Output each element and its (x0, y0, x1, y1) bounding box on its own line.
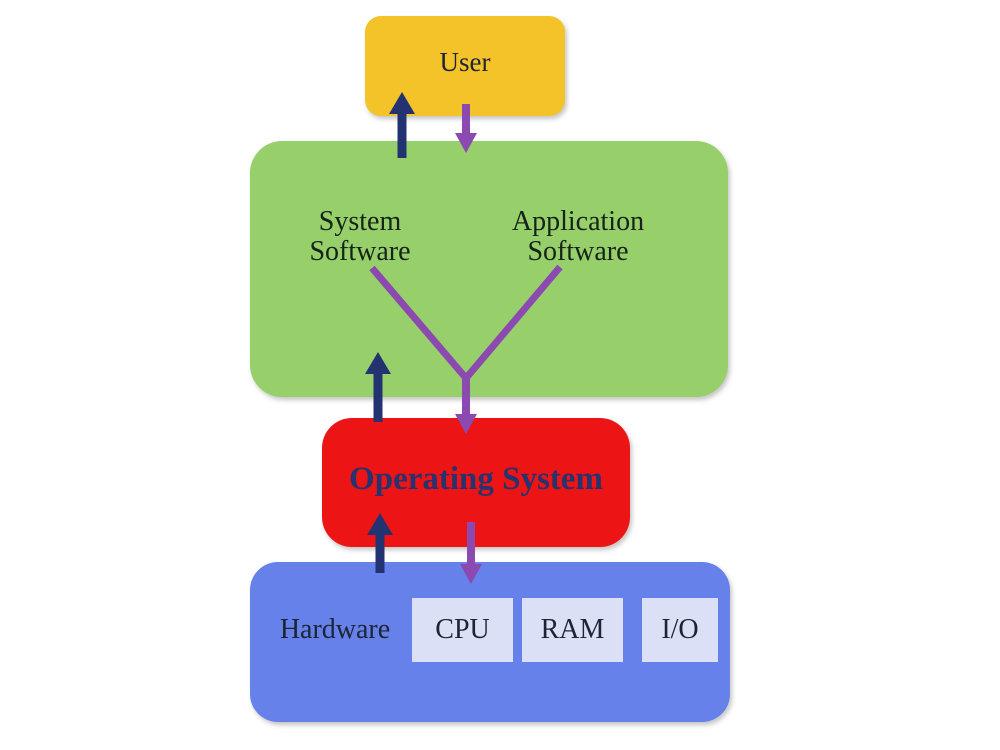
system-software-line1: System (318, 206, 402, 237)
application-software-line1: Application (511, 206, 645, 237)
operating-system-label: Operating System (349, 461, 603, 497)
component-ram: RAM (522, 598, 623, 662)
hardware-label: Hardware (279, 614, 391, 645)
system-software-label: System Software (280, 207, 440, 267)
application-software-label: Application Software (488, 207, 668, 267)
system-software-line2: Software (309, 236, 411, 267)
application-software-line2: Software (527, 236, 629, 267)
operating-system-node: Operating System (322, 418, 630, 547)
component-cpu: CPU (412, 598, 513, 662)
user-node: User (365, 16, 565, 116)
software-layer-node (250, 141, 728, 397)
component-io: I/O (642, 598, 718, 662)
user-label: User (439, 46, 491, 77)
